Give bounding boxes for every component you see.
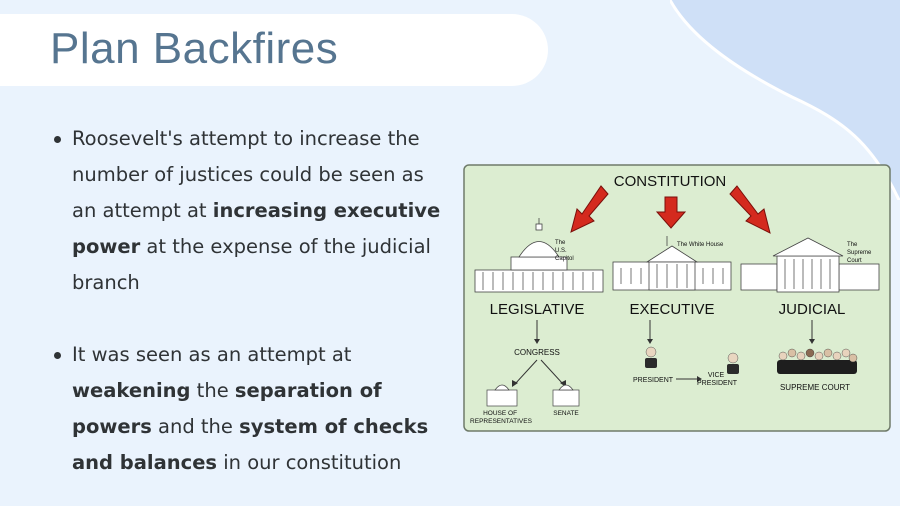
court-caption: Supreme (847, 250, 872, 256)
legislative-label: LEGISLATIVE (490, 301, 585, 318)
senate-building-icon (552, 384, 580, 407)
court-caption: Court (847, 258, 862, 264)
bullet-bold-text: weakening (72, 379, 191, 402)
svg-text:The Supreme Court: The Supreme Court (847, 242, 873, 264)
capitol-caption: Capitol (555, 256, 574, 262)
bullet-text: and the (151, 415, 240, 438)
executive-label: EXECUTIVE (629, 301, 714, 318)
svg-text:The U.S. Capitol: The U.S. Capitol (555, 240, 574, 262)
arrows (570, 185, 771, 234)
bullet-bold-text: system of checks and balances (72, 415, 429, 474)
constitution-label: CONSTITUTION (614, 173, 727, 190)
arrow-to-judicial-icon (729, 185, 771, 234)
supreme-court-label: SUPREME COURT (780, 383, 850, 392)
supreme-court-icon (740, 237, 880, 293)
president-label: PRESIDENT (633, 377, 674, 384)
decorative-corner-shape (670, 0, 900, 200)
bullet-text: Roosevelt's attempt to increase the numb… (72, 127, 424, 222)
vice-president-label: VICE (708, 372, 725, 379)
bullet-text: the (190, 379, 235, 402)
court-caption: The (847, 242, 858, 248)
capitol-building-icon (474, 218, 604, 293)
bullet-bold-text: increasing executive power (72, 199, 441, 258)
congress-label: CONGRESS (514, 348, 560, 357)
bullet-item: It was seen as an attempt at weakening t… (52, 337, 452, 481)
bullet-bold-text: separation of powers (72, 379, 382, 438)
capitol-caption: The (555, 240, 566, 246)
judicial-label: JUDICIAL (779, 301, 846, 318)
bullet-list: Roosevelt's attempt to increase the numb… (52, 121, 452, 481)
vice-president-label: PRESIDENT (697, 380, 738, 387)
title-banner (0, 14, 548, 86)
bullet-item: Roosevelt's attempt to increase the numb… (52, 121, 452, 301)
capitol-caption: U.S. (555, 248, 567, 254)
senate-label: SENATE (553, 410, 579, 417)
house-building-icon (486, 384, 518, 407)
svg-text:HOUSE OF REPRESENTATIVES: HOUSE OF REPRESENTATIVES (470, 410, 533, 425)
bullet-text: at the expense of the judicial branch (72, 235, 431, 294)
house-label: REPRESENTATIVES (470, 418, 533, 425)
arrow-to-legislative-icon (570, 185, 609, 233)
supreme-court-justices-icon (777, 348, 858, 374)
vice-president-portrait-icon (727, 352, 739, 374)
connectors (512, 320, 815, 387)
slide-title: Plan Backfires (50, 24, 339, 73)
white-house-caption: The White House (677, 242, 724, 248)
bullet-text: in our constitution (217, 451, 402, 474)
house-label: HOUSE OF (483, 410, 517, 417)
white-house-icon (612, 245, 732, 291)
svg-text:VICE PRESIDENT: VICE PRESIDENT (697, 372, 738, 387)
arrow-to-executive-icon (655, 196, 687, 229)
president-portrait-icon (645, 346, 657, 368)
bullet-text: It was seen as an attempt at (72, 343, 352, 366)
branches-of-government-diagram: CONSTITUTION The U.S. Capitol (463, 164, 891, 432)
